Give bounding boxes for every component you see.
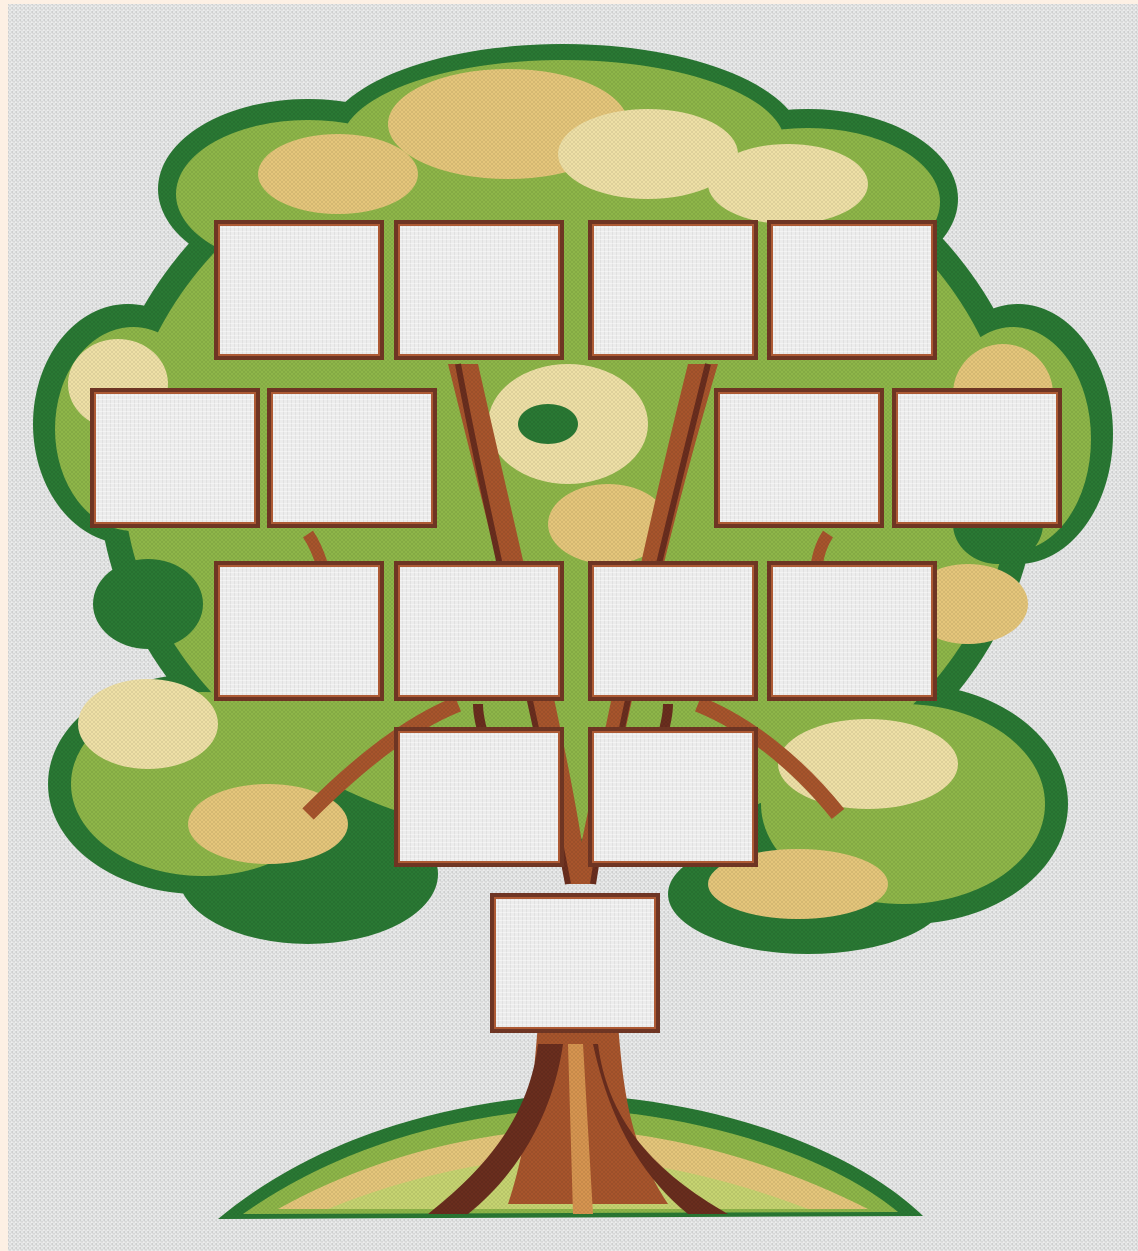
name-frame-row2-1[interactable]: [90, 388, 260, 528]
name-frame-row3-3[interactable]: [588, 561, 758, 701]
name-frame-row1-2[interactable]: [394, 220, 564, 360]
name-frame-row1-3[interactable]: [588, 220, 758, 360]
name-frame-row2-4[interactable]: [892, 388, 1062, 528]
name-frame-row3-1[interactable]: [214, 561, 384, 701]
name-frame-row4-2[interactable]: [588, 727, 758, 867]
name-frame-row1-1[interactable]: [214, 220, 384, 360]
name-frame-row1-4[interactable]: [767, 220, 937, 360]
name-frame-row3-2[interactable]: [394, 561, 564, 701]
cross-stitch-canvas: [8, 4, 1138, 1251]
name-frame-row2-2[interactable]: [267, 388, 437, 528]
name-frame-row2-3[interactable]: [714, 388, 884, 528]
name-frame-row4-1[interactable]: [394, 727, 564, 867]
name-frame-root[interactable]: [490, 893, 660, 1033]
family-tree-illustration: [8, 4, 1138, 1251]
name-frame-row3-4[interactable]: [767, 561, 937, 701]
